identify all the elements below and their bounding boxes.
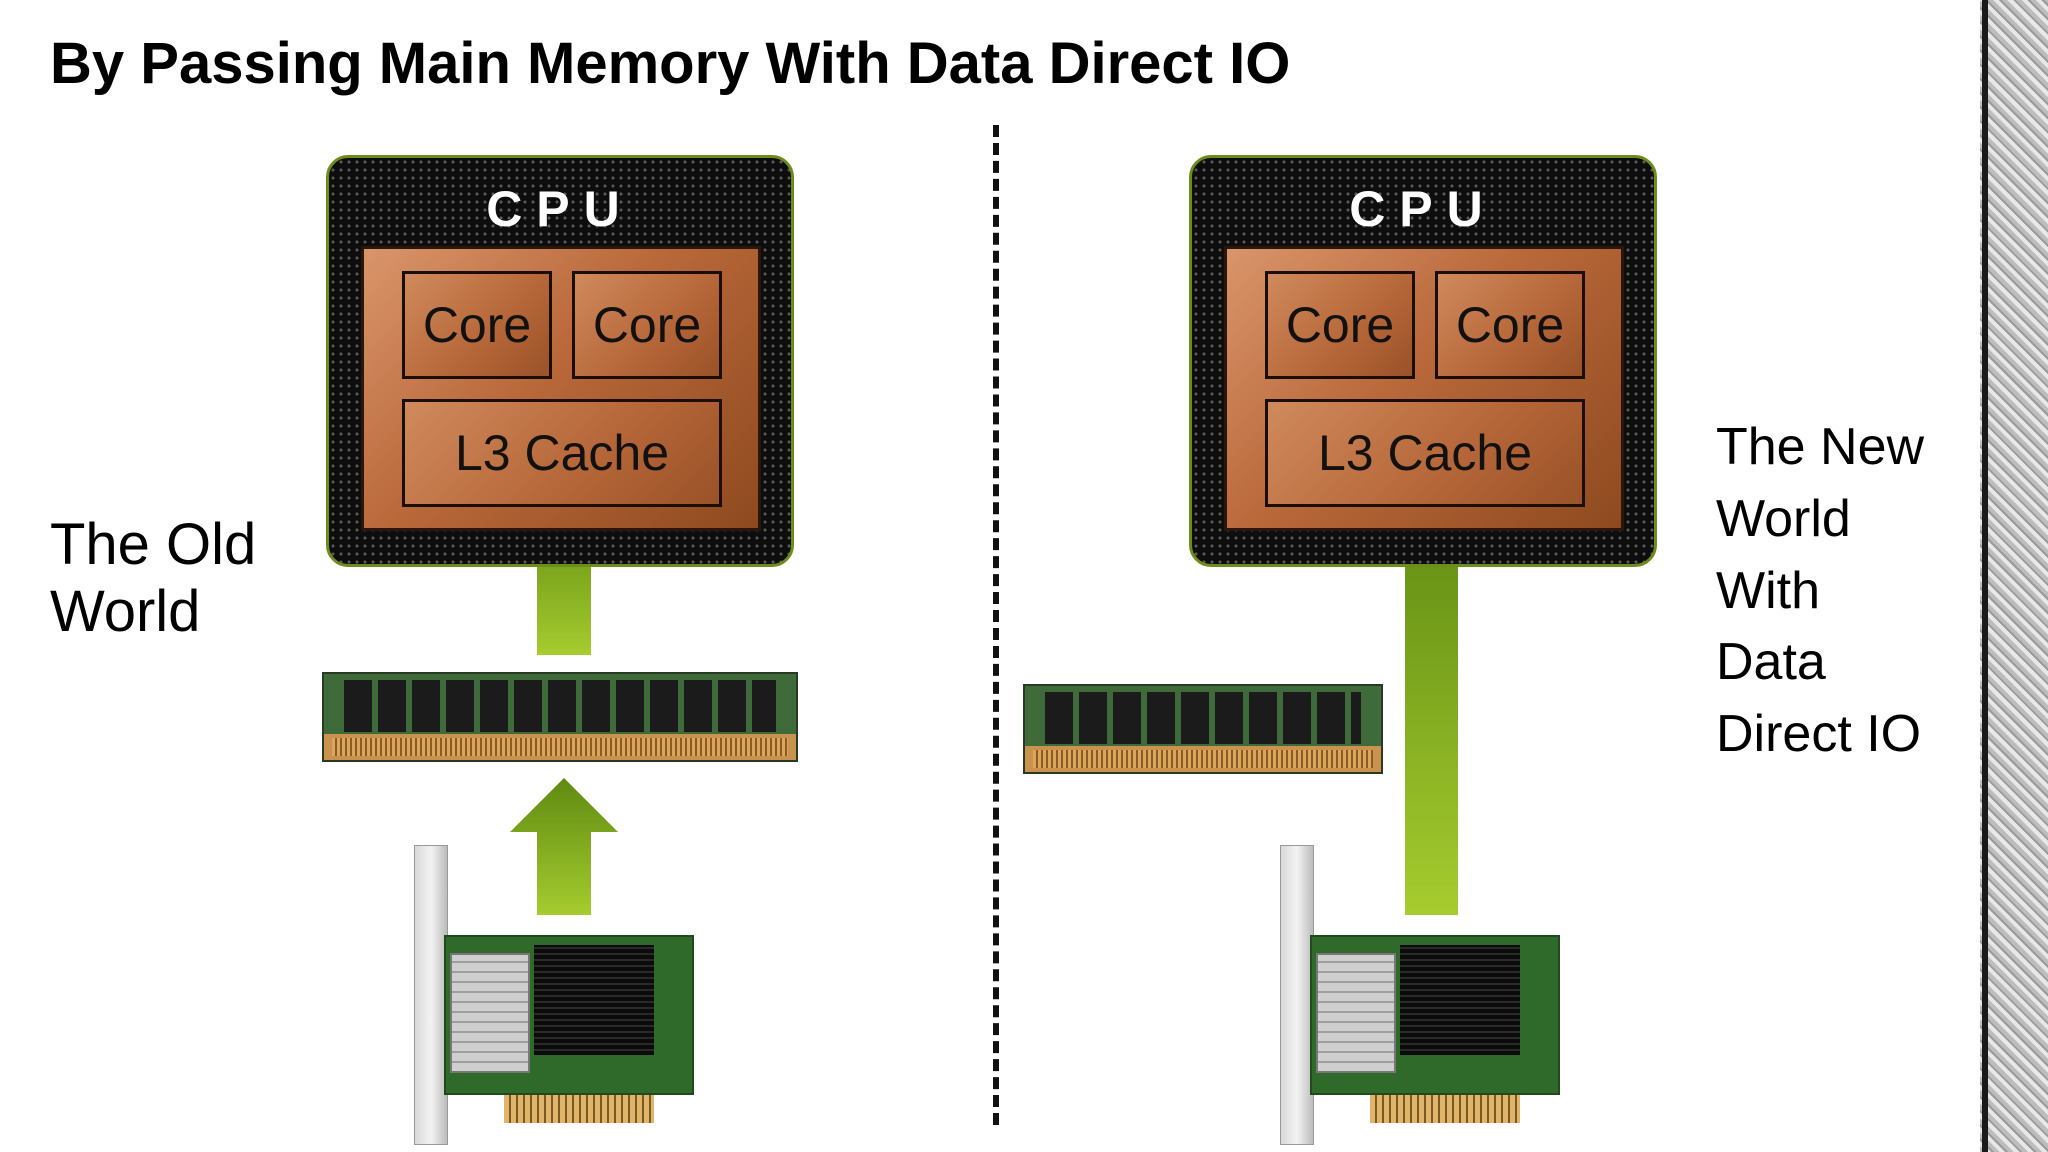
- core-2: Core: [572, 271, 722, 379]
- core-1: Core: [1265, 271, 1415, 379]
- right-tall-arrow-icon: [1377, 500, 1485, 915]
- l3-cache: L3 Cache: [402, 399, 722, 507]
- old-world-line-1: The Old: [50, 512, 257, 577]
- decorative-side-band-edge: [1982, 0, 1988, 1152]
- right-cpu-package: CPU Core Core L3 Cache: [1189, 155, 1657, 567]
- center-divider: [993, 125, 999, 1125]
- old-world-line-2: World: [50, 578, 201, 644]
- left-cpu-package: CPU Core Core L3 Cache: [326, 155, 794, 567]
- left-network-card-icon: [414, 845, 694, 1145]
- new-world-line-1: The New: [1716, 418, 1925, 476]
- core-2: Core: [1435, 271, 1585, 379]
- cpu-die: Core Core L3 Cache: [1224, 246, 1624, 531]
- old-world-label: The Old World: [50, 512, 256, 645]
- l3-cache: L3 Cache: [1265, 399, 1585, 507]
- cpu-die: Core Core L3 Cache: [361, 246, 761, 531]
- core-1: Core: [402, 271, 552, 379]
- right-ram-module-icon: [1023, 684, 1383, 774]
- cpu-label: CPU: [486, 181, 634, 237]
- new-world-label: The New World With Data Direct IO: [1716, 412, 1924, 771]
- cpu-label: CPU: [1349, 181, 1497, 237]
- right-network-card-icon: [1280, 845, 1560, 1145]
- new-world-line-2: World: [1716, 489, 1851, 548]
- decorative-side-band: [1980, 0, 2048, 1152]
- left-ram-module-icon: [322, 672, 798, 762]
- new-world-line-3: With: [1716, 561, 1820, 620]
- new-world-line-5: Direct IO: [1716, 705, 1922, 763]
- slide-title: By Passing Main Memory With Data Direct …: [50, 31, 1291, 96]
- new-world-line-4: Data: [1716, 633, 1826, 692]
- left-lower-arrow-icon: [510, 778, 618, 915]
